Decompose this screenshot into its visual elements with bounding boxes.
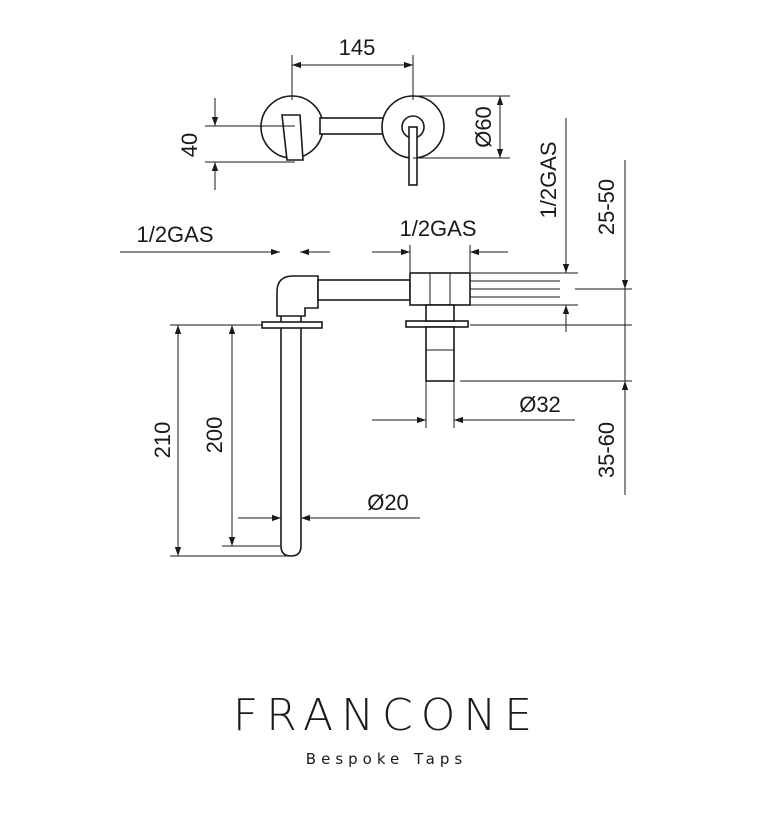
mixer-handle — [425, 326, 455, 382]
dim-range-25-50: 25-50 — [594, 179, 619, 235]
dim-thread-vertical: 1/2GAS — [536, 141, 561, 218]
connector-pipe — [317, 279, 411, 301]
mixer-body — [409, 272, 471, 306]
brand-tagline: Bespoke Taps — [305, 750, 468, 768]
connector-bar — [319, 117, 389, 135]
spout-pipe — [280, 300, 302, 557]
top-view: 145 40 Ø60 — [177, 35, 510, 190]
dim-diameter-20: Ø20 — [367, 490, 409, 515]
mixer-stem — [425, 304, 455, 322]
dim-thread-right: 1/2GAS — [399, 216, 476, 241]
dim-210: 210 — [150, 422, 175, 459]
dim-200: 200 — [202, 417, 227, 454]
handle-lever — [408, 126, 418, 186]
brand-logo: FRANCONE — [232, 690, 541, 741]
dim-40: 40 — [177, 133, 202, 157]
dim-range-35-60: 35-60 — [594, 422, 619, 478]
mixer-flange — [405, 320, 469, 328]
spout-elbow — [276, 275, 319, 317]
spout-flange — [261, 321, 323, 329]
dim-145: 145 — [339, 35, 376, 60]
dim-diameter-60: Ø60 — [471, 106, 496, 148]
side-view: 1/2GAS 1/2GAS 1/2GAS 25-50 35-60 Ø32 — [120, 118, 632, 557]
dim-thread-left: 1/2GAS — [136, 222, 213, 247]
dim-diameter-32: Ø32 — [519, 392, 561, 417]
